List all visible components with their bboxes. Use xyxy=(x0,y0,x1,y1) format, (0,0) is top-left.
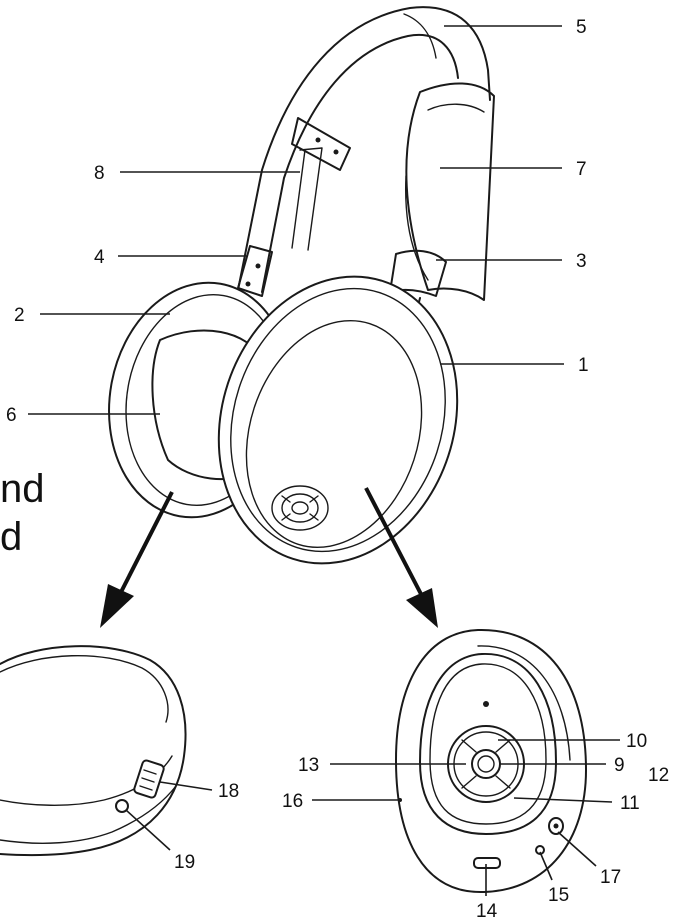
callout-2: 2 xyxy=(14,305,25,326)
callout-13: 13 xyxy=(298,755,319,776)
callout-14: 14 xyxy=(476,901,498,922)
callout-numbers: 5 7 3 1 8 4 2 6 10 9 12 11 13 16 14 15 1… xyxy=(6,17,669,922)
center-button xyxy=(471,749,501,779)
callout-7: 7 xyxy=(576,159,587,180)
callout-1: 1 xyxy=(578,355,589,376)
arrow-right xyxy=(364,487,438,628)
callout-8: 8 xyxy=(94,163,105,184)
side-text-line-1: nd xyxy=(0,467,45,511)
callout-9: 9 xyxy=(614,755,625,776)
cup-control-pad xyxy=(271,485,329,531)
callout-6: 6 xyxy=(6,405,17,426)
left-cup-detail xyxy=(0,645,187,857)
mic-16 xyxy=(398,798,402,802)
callout-18: 18 xyxy=(218,781,239,802)
headband xyxy=(237,6,495,326)
left-slider-bottom xyxy=(237,245,273,297)
right-cup-detail xyxy=(395,628,587,894)
callout-19: 19 xyxy=(174,852,195,873)
callout-10: 10 xyxy=(626,731,647,752)
left-slider-top xyxy=(291,117,351,171)
port-19 xyxy=(115,799,129,813)
callout-16: 16 xyxy=(282,791,303,812)
callout-5: 5 xyxy=(576,17,587,38)
right-ear-cup xyxy=(217,275,459,565)
switch-18 xyxy=(133,759,165,799)
side-text-line-2: d xyxy=(0,515,22,559)
callout-15: 15 xyxy=(548,885,569,906)
leader-lines xyxy=(28,25,620,896)
right-band xyxy=(405,82,495,301)
callout-4: 4 xyxy=(94,247,105,268)
callout-3: 3 xyxy=(576,251,587,272)
indicator-dot xyxy=(483,701,489,707)
callout-11: 11 xyxy=(620,793,640,814)
ear-cushion xyxy=(151,329,263,481)
port-14 xyxy=(473,857,501,869)
callout-12: 12 xyxy=(648,765,669,786)
arrow-left xyxy=(100,491,174,628)
callout-17: 17 xyxy=(600,867,621,888)
